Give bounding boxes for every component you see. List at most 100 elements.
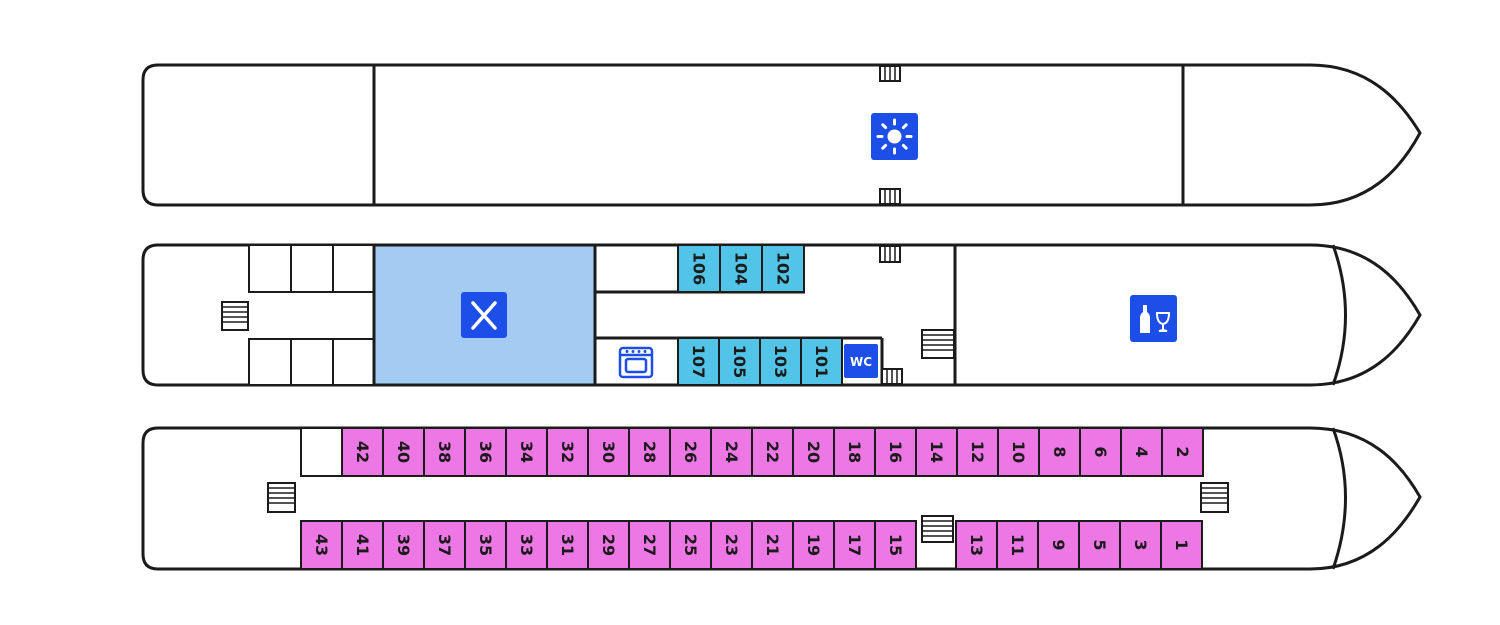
cabin: 30 [587,427,630,477]
cabin: 39 [382,520,425,570]
cabin-number: 3 [1131,539,1150,550]
cabin-number: 34 [517,441,536,463]
cabin-number: 36 [476,441,495,463]
cabin-number: 31 [558,534,577,556]
cabin-number: 15 [886,534,905,556]
cabin: 16 [874,427,917,477]
cabin: 20 [792,427,835,477]
cabin-number: 12 [968,441,987,463]
cabin: 12 [956,427,999,477]
cabin: 103 [759,337,802,386]
cabin: 41 [341,520,384,570]
cabin: 33 [505,520,548,570]
cabin-number: 6 [1091,446,1110,457]
cabin-number: 30 [599,441,618,463]
cabin-number: 20 [804,441,823,463]
cabin: 29 [587,520,630,570]
cabin-number: 26 [681,441,700,463]
cabin-number: 19 [804,534,823,556]
cabin: 21 [751,520,794,570]
cabin-number: 8 [1050,446,1069,457]
stair-icon [879,245,901,263]
cabin-number: 41 [353,534,372,556]
sun-icon [871,113,918,160]
cabin: 22 [751,427,794,477]
cabin-number: 39 [394,534,413,556]
cabin: 11 [996,520,1039,570]
cabin: 6 [1079,427,1122,477]
cabin: 106 [677,244,721,293]
cabin-number: 5 [1090,539,1109,550]
cabin: 28 [628,427,671,477]
main-deck-room [300,427,343,477]
cabin-number: 23 [722,534,741,556]
stair-icon [879,65,901,82]
cabin-number: 32 [558,441,577,463]
cabin: 34 [505,427,548,477]
middle-deck-bow-line [1331,244,1347,386]
cabin-number: 28 [640,441,659,463]
stair-icon [267,482,296,513]
cabin: 24 [710,427,753,477]
cabin: 25 [669,520,712,570]
bar-icon [1130,295,1177,342]
cabin: 17 [833,520,876,570]
cabin: 3 [1119,520,1162,570]
main-deck-bow-line [1331,427,1347,570]
aft-rooms [248,244,375,386]
cabin: 105 [718,337,761,386]
cabin-number: 37 [435,534,454,556]
cabin-number: 14 [927,441,946,463]
stair-icon [1200,482,1229,513]
cabin-number: 2 [1173,446,1192,457]
cabin: 102 [761,244,805,293]
cabin: 23 [710,520,753,570]
cabin: 37 [423,520,466,570]
cabin: 10 [997,427,1040,477]
stair-icon [881,368,903,385]
cabin: 1 [1160,520,1203,570]
cabin: 42 [341,427,384,477]
cabin-number: 25 [681,534,700,556]
cabin: 104 [719,244,763,293]
cabin-number: 38 [435,441,454,463]
cabin-number: 35 [476,534,495,556]
stair-icon [221,301,249,331]
cabin: 9 [1037,520,1080,570]
cabin-number: 101 [812,345,831,378]
cabin: 18 [833,427,876,477]
cabin: 43 [300,520,343,570]
cabin: 4 [1120,427,1163,477]
cabin-number: 1 [1172,539,1191,550]
cabin: 19 [792,520,835,570]
sun-deck-hull [141,63,1422,207]
cabin-number: 103 [771,345,790,378]
upper-cabins-top: 106 104 102 [677,244,805,293]
cabin-number: 104 [732,252,751,285]
cabin: 40 [382,427,425,477]
cabin-number: 105 [730,345,749,378]
stair-icon [879,188,901,205]
cabin: 15 [874,520,917,570]
cabin-number: 106 [690,252,709,285]
cabin-number: 40 [394,441,413,463]
cabin: 2 [1161,427,1204,477]
cabin-number: 42 [353,441,372,463]
cabin: 14 [915,427,958,477]
cabin-number: 4 [1132,446,1151,457]
cabin-number: 24 [722,441,741,463]
cabin: 26 [669,427,712,477]
cabin: 5 [1078,520,1121,570]
cabin: 8 [1038,427,1081,477]
cabin-number: 13 [967,534,986,556]
wc-icon: WC [844,344,878,378]
cabin-number: 27 [640,534,659,556]
sun-deck [141,63,1422,207]
cabin-number: 16 [886,441,905,463]
